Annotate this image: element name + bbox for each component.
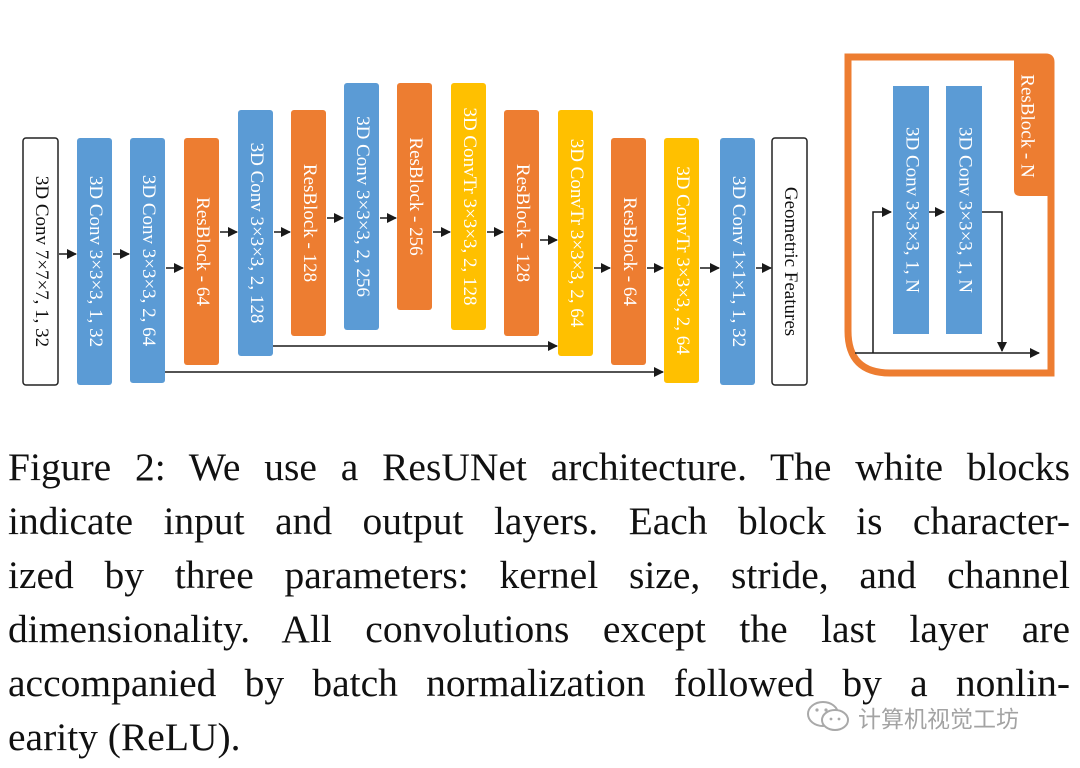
watermark-text: 计算机视觉工坊 xyxy=(858,707,1019,733)
resblock-detail-title: ResBlock - N xyxy=(1017,74,1038,178)
block-label-b6: 3D Conv 3×3×3, 2, 256 xyxy=(352,116,373,297)
block-label-b9: ResBlock - 128 xyxy=(512,164,533,282)
resblock-detail-tab xyxy=(1014,57,1051,196)
resunet-diagram: 3D Conv 7×7×7, 1, 32 3D Conv 3×3×3, 1, 32… xyxy=(22,53,1055,386)
block-conv-b6 xyxy=(344,83,379,330)
block-label-b8: 3D ConvTr 3×3×3, 2, 128 xyxy=(459,107,480,305)
block-label-b13: 3D Conv 1×1×1, 1, 32 xyxy=(728,176,749,347)
resblock-inner-conv-2 xyxy=(946,86,982,334)
block-label-b10: 3D ConvTr 3×3×3, 2, 64 xyxy=(566,139,587,328)
resblock-inner-conv-1-label: 3D Conv 3×3×3, 1, N xyxy=(902,127,923,293)
block-conv-b2 xyxy=(130,138,165,383)
figure-caption: Figure 2: We use a ResUNet architecture.… xyxy=(8,440,1070,764)
resblock-inner-conv-2-label: 3D Conv 3×3×3, 1, N xyxy=(955,127,976,293)
block-convtr-b10 xyxy=(558,110,593,356)
wechat-icon xyxy=(807,701,849,731)
block-label-b0: 3D Conv 7×7×7, 1, 32 xyxy=(31,176,52,347)
caption-line: indicate input and output layers. Each b… xyxy=(8,499,1070,543)
resblock-input-arrow xyxy=(872,207,892,353)
resblock-detail-panel: ResBlock - N 3D Conv 3×3×3, 1, N 3D Conv… xyxy=(844,53,1055,377)
block-label-b12: 3D ConvTr 3×3×3, 2, 64 xyxy=(672,166,693,355)
caption-line: ized by three parameters: kernel size, s… xyxy=(8,553,1070,597)
resblock-output-arrow xyxy=(982,211,1007,352)
block-label-b1: 3D Conv 3×3×3, 1, 32 xyxy=(85,176,106,347)
block-io-b14 xyxy=(771,137,808,386)
block-conv-b4 xyxy=(238,110,273,356)
block-io-b0 xyxy=(22,137,59,386)
block-convtr-b12 xyxy=(664,138,699,383)
caption-line: Figure 2: We use a ResUNet architecture.… xyxy=(8,445,1070,489)
block-conv-b1 xyxy=(77,138,112,385)
network-arrows xyxy=(59,213,772,273)
caption-line: dimensionality. All convolutions except … xyxy=(8,607,1070,651)
block-label-b3: ResBlock - 64 xyxy=(192,197,213,306)
caption-line: earity (ReLU). xyxy=(8,715,241,759)
resblock-inner-conv-1 xyxy=(893,86,929,334)
network-blocks: 3D Conv 7×7×7, 1, 32 3D Conv 3×3×3, 1, 32… xyxy=(22,83,808,386)
block-label-b14: Geometric Features xyxy=(780,187,801,336)
block-conv-b13 xyxy=(720,138,755,385)
block-label-b11: ResBlock - 64 xyxy=(619,197,640,306)
block-resblock-b9 xyxy=(504,110,539,336)
block-label-b2: 3D Conv 3×3×3, 2, 64 xyxy=(138,175,159,347)
block-resblock-b7 xyxy=(397,83,432,310)
block-resblock-b5 xyxy=(291,110,326,336)
block-convtr-b8 xyxy=(451,83,486,330)
skip-connections xyxy=(165,341,664,377)
block-label-b4: 3D Conv 3×3×3, 2, 128 xyxy=(246,143,267,324)
block-resblock-b11 xyxy=(611,138,646,365)
caption-line: accompanied by batch normalization follo… xyxy=(8,661,1070,705)
block-resblock-b3 xyxy=(184,138,219,365)
block-label-b7: ResBlock - 256 xyxy=(405,137,426,255)
watermark: 计算机视觉工坊 xyxy=(806,700,1019,734)
block-label-b5: ResBlock - 128 xyxy=(299,164,320,282)
